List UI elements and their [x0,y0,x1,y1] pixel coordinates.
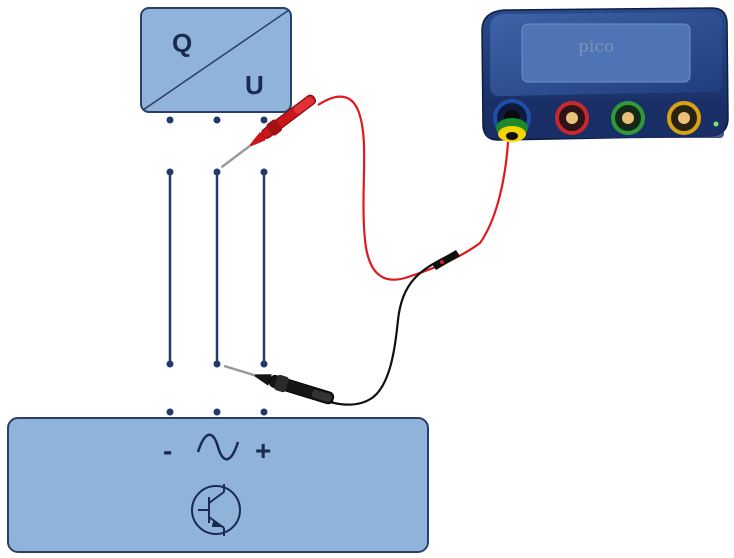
ecu-terminal-3[interactable] [260,408,268,416]
ecu-plus-label: + [255,435,271,466]
ecu-box: - + [7,417,429,553]
black-probe-tip [223,364,256,377]
red-probe-cable[interactable] [317,95,510,281]
scope-top-panel [521,23,691,83]
red-probe-tip [220,144,251,169]
oscilloscope[interactable]: pico [481,7,729,142]
transistor-icon [191,484,241,536]
black-probe-cable[interactable] [329,255,449,406]
scope-channel-b[interactable] [555,101,589,135]
black-probe[interactable] [222,358,336,407]
ecu-terminals [166,408,268,416]
sensor-box: Q U [140,7,292,113]
sensor-diagonal [142,9,290,111]
harness-wires [166,168,268,368]
sensor-terminal-2[interactable] [213,116,221,124]
ac-wave-icon [196,433,240,461]
ground-clip[interactable] [496,118,528,142]
sensor-terminals [166,116,268,124]
sensor-label-q: Q [172,28,192,58]
sensor-label-u: U [245,70,264,100]
scope-channel-d[interactable] [667,101,701,135]
probe-cables [317,95,510,406]
ecu-minus-label: - [163,435,172,466]
scope-brand-logo: pico [578,37,614,57]
scope-channel-c[interactable] [611,101,645,135]
ecu-terminal-1[interactable] [166,408,174,416]
ecu-terminal-2[interactable] [213,408,221,416]
cable-splitter [432,250,460,270]
sensor-terminal-3[interactable] [260,116,268,124]
sensor-terminal-1[interactable] [166,116,174,124]
red-probe[interactable] [217,92,318,173]
scope-status-led [713,121,719,127]
